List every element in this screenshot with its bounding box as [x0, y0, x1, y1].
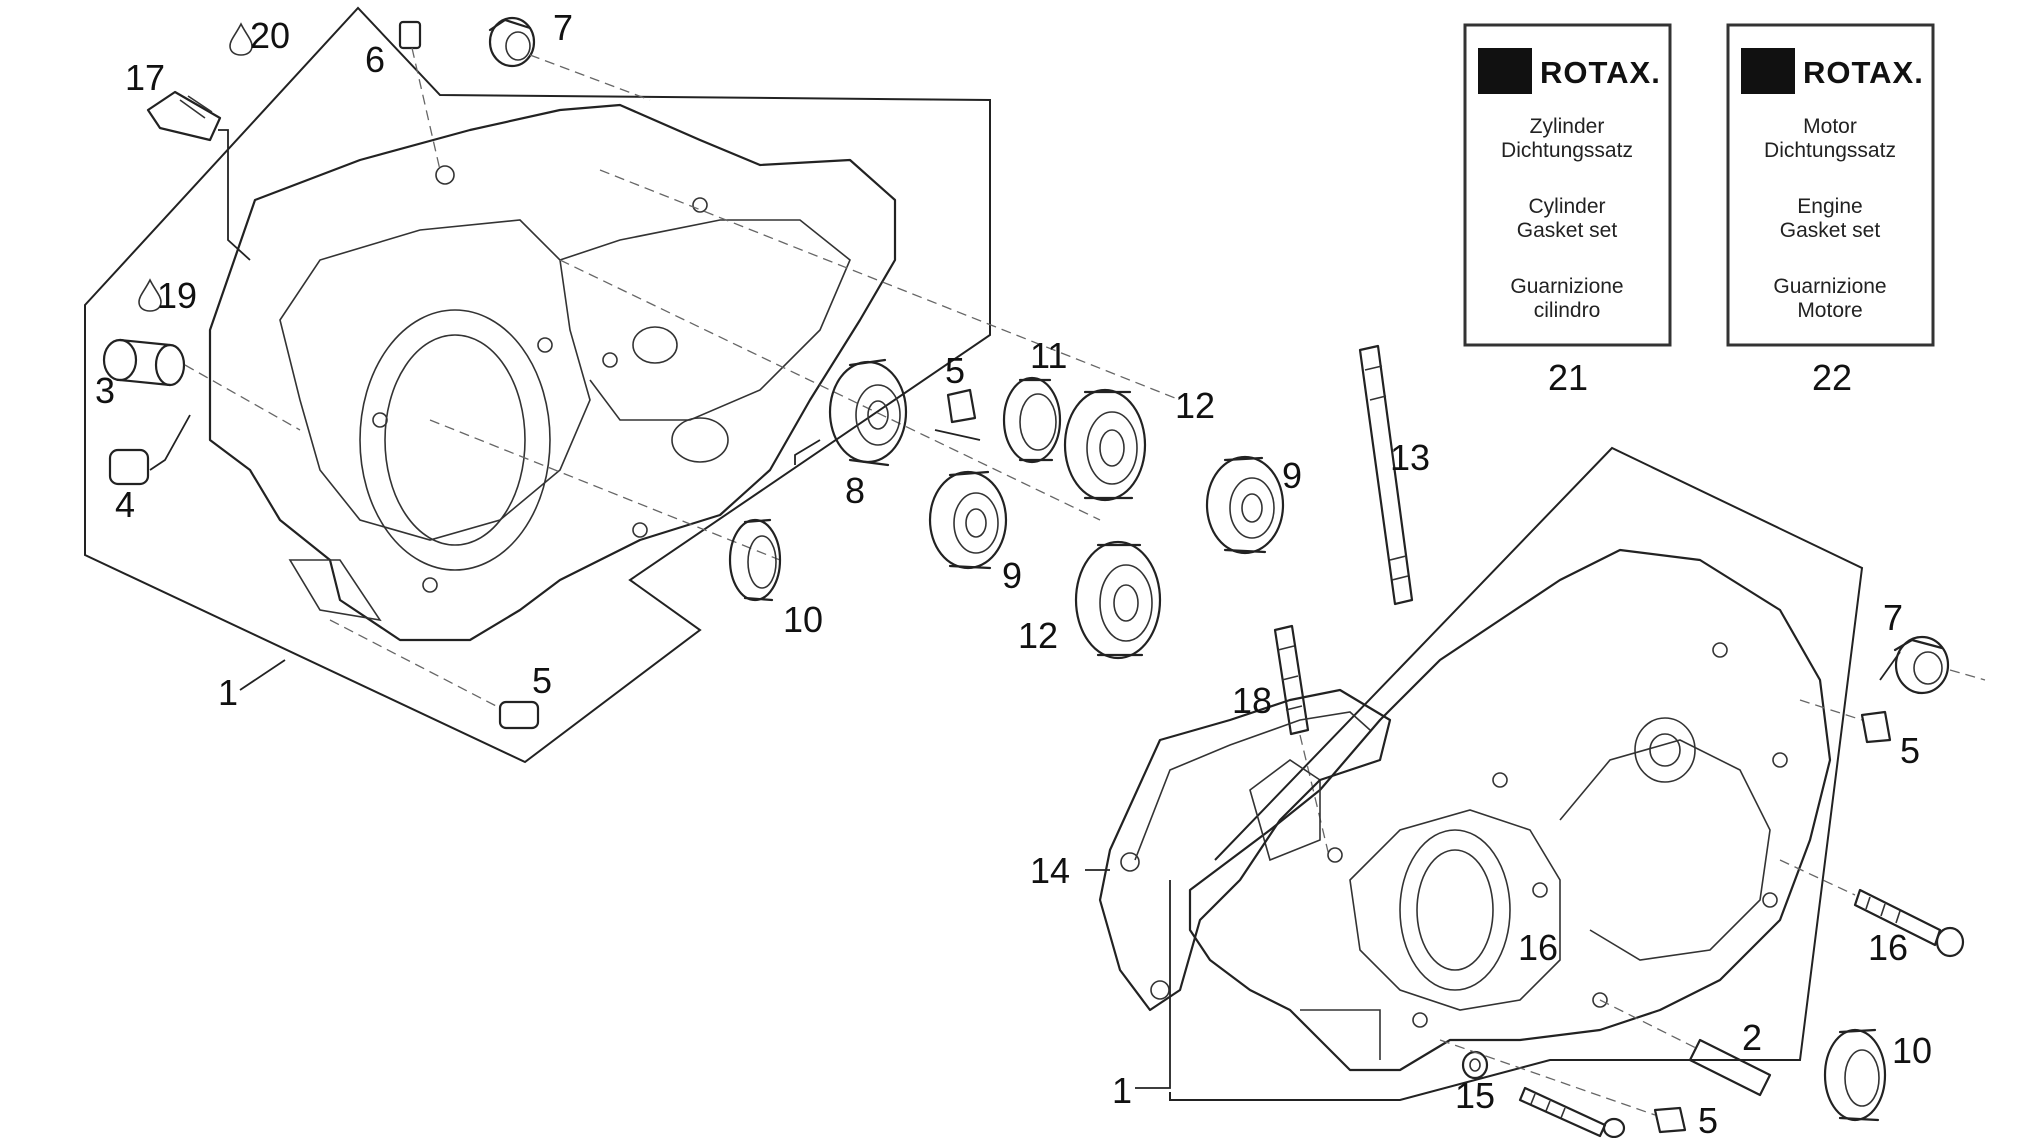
kit-line: cilindro — [1534, 299, 1601, 322]
callout-22: 22 — [1812, 357, 1852, 398]
callout-2: 2 — [1742, 1017, 1762, 1058]
oil-drop-icon — [229, 22, 253, 56]
part-13-stud — [1358, 344, 1414, 606]
kit-line: Guarnizione — [1773, 275, 1886, 298]
callout-12: 12 — [1018, 615, 1058, 656]
kit-line: Zylinder — [1530, 115, 1605, 138]
callout-20: 20 — [250, 15, 290, 56]
brand-logo-block — [1478, 48, 1532, 94]
callout-16: 16 — [1868, 927, 1908, 968]
part-2-shaft — [1599, 999, 1772, 1097]
part-9-bearing-right — [1205, 455, 1285, 555]
left-group-boundary — [84, 6, 991, 764]
part-3-bushing — [102, 338, 301, 431]
kit-brand-label: ROTAX. — [1803, 55, 1924, 90]
callout-12: 12 — [1175, 385, 1215, 426]
part-5-bottom-pin — [1439, 1039, 1687, 1134]
leader-part-1-left — [239, 659, 286, 691]
right-group-boundary — [1169, 446, 1864, 1101]
callout-13: 13 — [1390, 437, 1430, 478]
left-crankcase-half — [208, 103, 897, 642]
part-8-bearing — [794, 358, 908, 467]
kit-line: Motore — [1797, 299, 1862, 322]
kit-line: Gasket set — [1780, 219, 1881, 242]
callout-6: 6 — [365, 39, 385, 80]
part-16-bottom-bolt — [1518, 1086, 1626, 1138]
kit-line: Dichtungssatz — [1764, 139, 1896, 162]
part-16-right-bolt — [1779, 859, 1965, 958]
callout-21: 21 — [1548, 357, 1588, 398]
kit-line: Gasket set — [1517, 219, 1618, 242]
kit-line: Motor — [1803, 115, 1857, 138]
part-6-dowel — [398, 20, 441, 171]
part-12-bearing-upper — [1063, 388, 1147, 502]
callout-10: 10 — [783, 599, 823, 640]
kit-line: Engine — [1797, 195, 1862, 218]
callout-8: 8 — [845, 470, 865, 511]
callout-4: 4 — [115, 484, 135, 525]
part-7-top-seal — [488, 16, 651, 101]
callout-9: 9 — [1002, 555, 1022, 596]
part-7-right-seal — [1879, 635, 1986, 695]
grease-drop-icon — [138, 278, 162, 312]
part-12-bearing-lower — [1074, 540, 1162, 660]
part-5-right-upper-pin — [1799, 699, 1892, 744]
callout-5: 5 — [945, 350, 965, 391]
part-10-seal-right — [1823, 1028, 1887, 1122]
callout-15: 15 — [1455, 1075, 1495, 1116]
callout-10: 10 — [1892, 1030, 1932, 1071]
kit-brand-label: ROTAX. — [1540, 55, 1661, 90]
callout-7: 7 — [1883, 597, 1903, 638]
part-10-seal-left — [728, 518, 782, 602]
part-5-mid-pin — [934, 388, 981, 441]
callout-3: 3 — [95, 370, 115, 411]
callout-1: 1 — [1112, 1070, 1132, 1111]
cylinder-gasket-kit-card: ROTAX. Zylinder Dichtungssatz Cylinder G… — [1463, 23, 1672, 347]
assembly-line-left-1 — [599, 169, 1181, 401]
part-5-left-pin — [329, 619, 540, 730]
part-14-gasket — [1085, 688, 1392, 1012]
callout-18: 18 — [1232, 680, 1272, 721]
callout-1: 1 — [218, 672, 238, 713]
callout-14: 14 — [1030, 850, 1070, 891]
assembly-line-left-2 — [559, 259, 1101, 521]
engine-gasket-kit-card: ROTAX. Motor Dichtungssatz Engine Gasket… — [1726, 23, 1935, 347]
kit-line: Dichtungssatz — [1501, 139, 1633, 162]
brand-logo-block — [1741, 48, 1795, 94]
callout-16: 16 — [1518, 927, 1558, 968]
callout-19: 19 — [157, 275, 197, 316]
part-17-sensor — [146, 90, 251, 261]
callout-11: 11 — [1030, 335, 1067, 376]
callout-17: 17 — [125, 57, 165, 98]
right-crankcase-half — [1188, 548, 1832, 1072]
callout-5: 5 — [532, 660, 552, 701]
kit-line: Cylinder — [1528, 195, 1605, 218]
callout-5: 5 — [1900, 730, 1920, 771]
callout-9: 9 — [1282, 455, 1302, 496]
part-4-bearing — [108, 414, 191, 486]
leader-part-1-right — [1135, 880, 1171, 1089]
callout-5: 5 — [1698, 1100, 1718, 1138]
part-18-stud — [1273, 624, 1331, 861]
callout-7: 7 — [553, 7, 573, 48]
kit-line: Guarnizione — [1510, 275, 1623, 298]
part-11-seal — [1002, 376, 1062, 464]
part-9-bearing-left — [928, 470, 1008, 570]
